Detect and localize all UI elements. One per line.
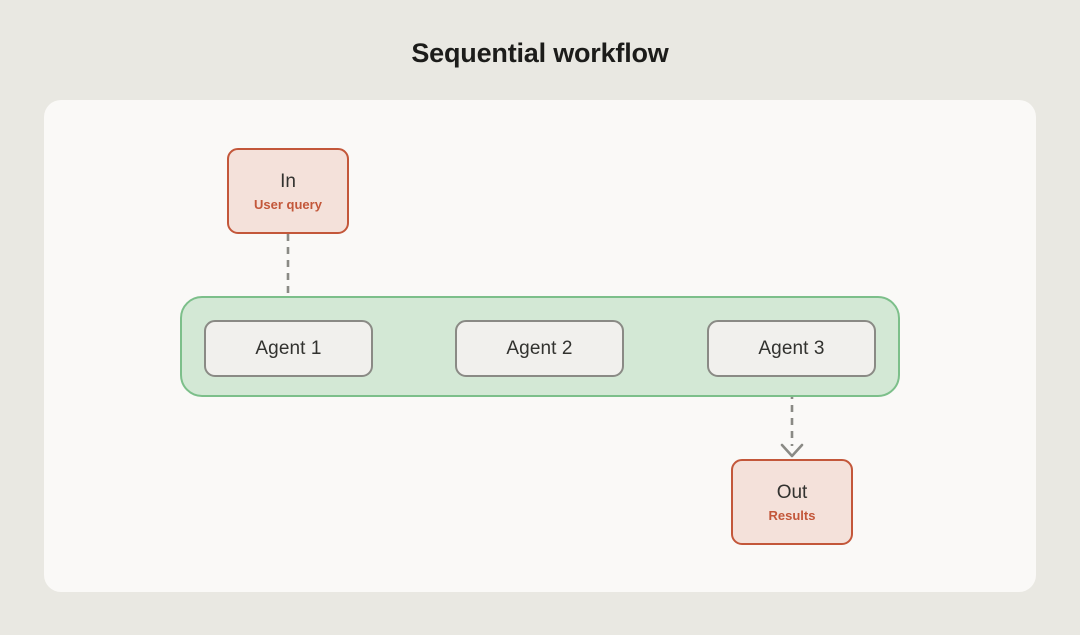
agent-node-2-label: Agent 2 (506, 337, 573, 359)
input-node-title: In (280, 171, 296, 193)
workflow-diagram: In User query Agent 1 Agent 2 Agent 3 Ou… (44, 100, 1036, 592)
agent-node-1-label: Agent 1 (255, 337, 322, 359)
diagram-card: In User query Agent 1 Agent 2 Agent 3 Ou… (44, 100, 1036, 592)
output-node-title: Out (776, 482, 808, 504)
input-node[interactable]: In User query (227, 148, 349, 234)
page-title: Sequential workflow (411, 38, 669, 68)
agent-node-3-label: Agent 3 (758, 337, 825, 359)
input-node-subtitle: User query (254, 196, 322, 212)
agent-node-2[interactable]: Agent 2 (455, 320, 624, 377)
output-node[interactable]: Out Results (731, 459, 853, 545)
agent-node-3[interactable]: Agent 3 (707, 320, 876, 377)
output-node-subtitle: Results (768, 507, 816, 523)
agent-node-1[interactable]: Agent 1 (204, 320, 373, 377)
